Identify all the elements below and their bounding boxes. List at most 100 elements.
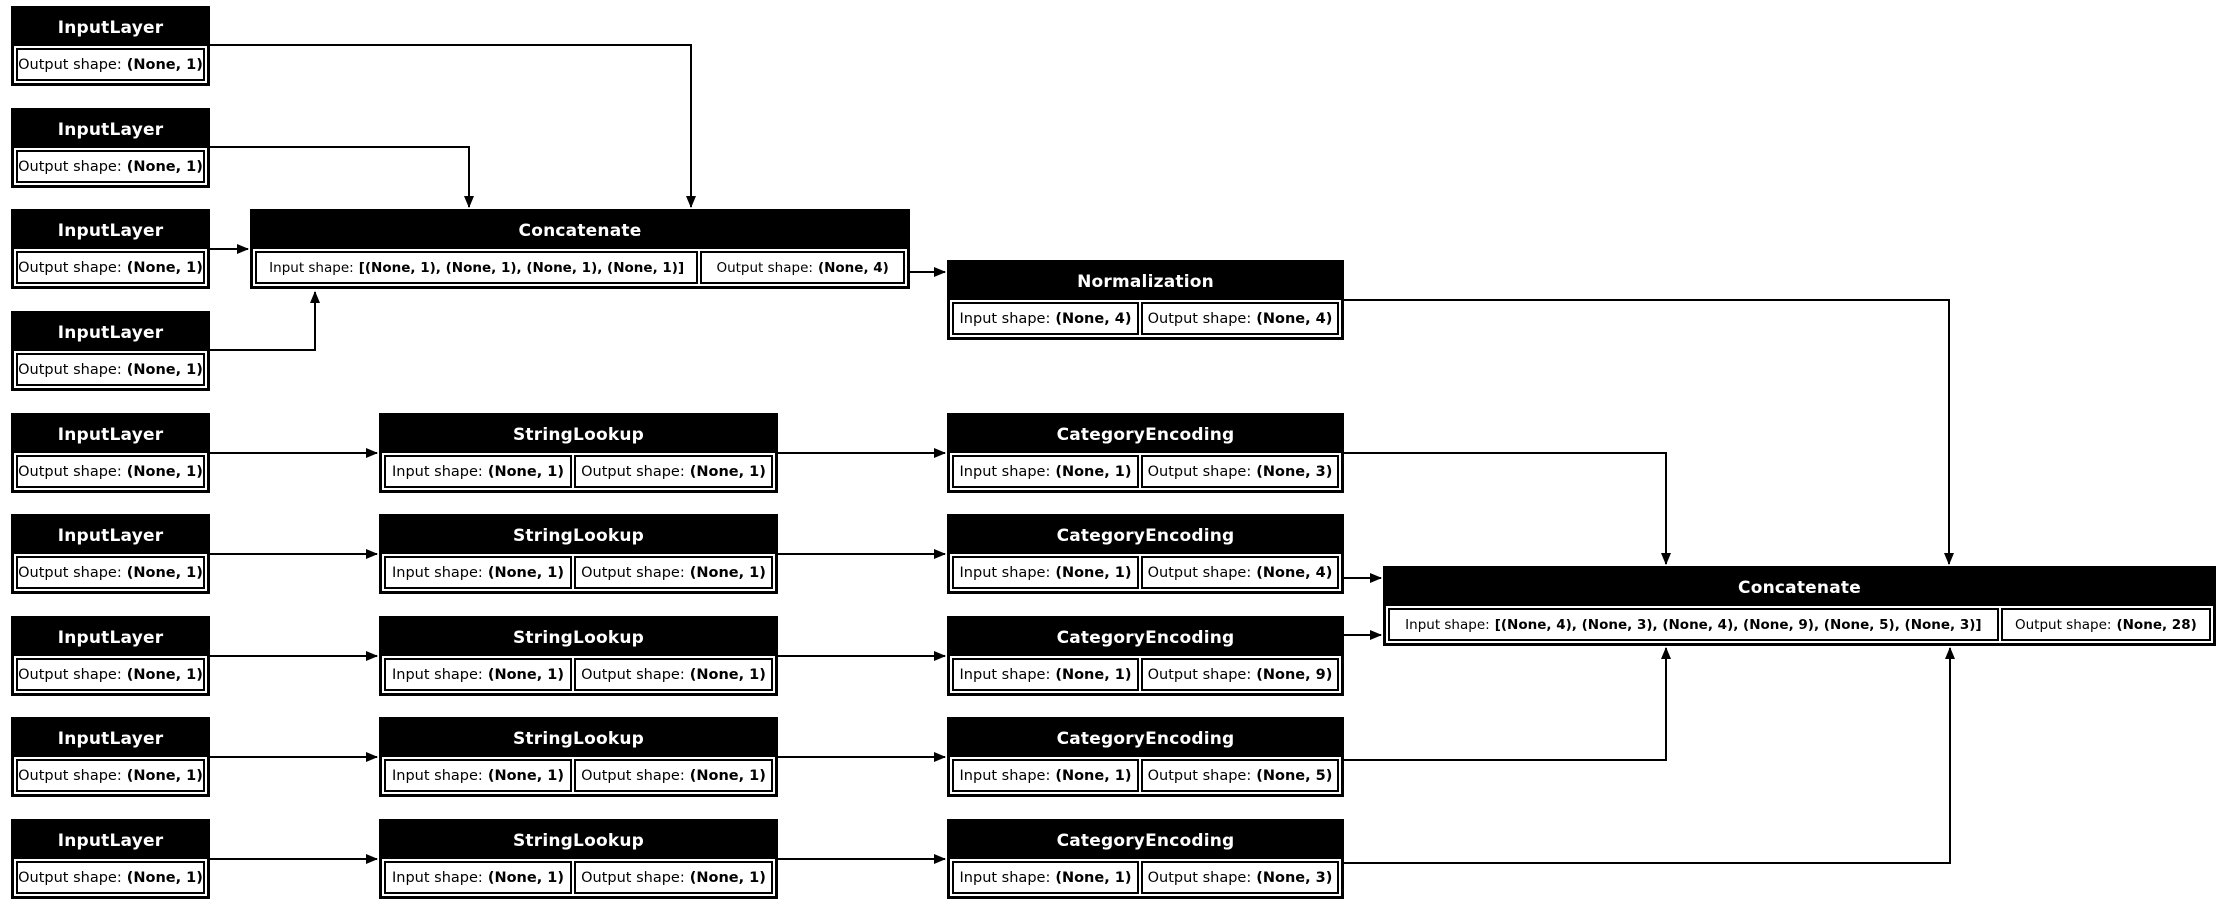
- cell-label: Output shape:: [1147, 564, 1252, 581]
- node-body: Output shape:(None, 1): [14, 554, 207, 591]
- cell-label: Output shape:: [18, 869, 122, 886]
- output-shape-cell: Output shape:(None, 1): [16, 48, 205, 81]
- cell-label: Output shape:: [2014, 616, 2112, 633]
- output-shape-cell: Output shape:(None, 1): [574, 861, 773, 894]
- cell-value: (None, 1): [1055, 463, 1132, 480]
- node-string-lookup-4: StringLookup Input shape:(None, 1) Outpu…: [379, 717, 778, 797]
- layer-type-title: CategoryEncoding: [950, 822, 1341, 859]
- input-shape-cell: Input shape:(None, 1): [384, 556, 572, 589]
- layer-type-title: CategoryEncoding: [950, 619, 1341, 656]
- node-body: Input shape:(None, 1) Output shape:(None…: [950, 656, 1341, 693]
- output-shape-cell: Output shape:(None, 5): [1141, 759, 1339, 792]
- input-shape-cell: Input shape:(None, 1): [384, 861, 572, 894]
- output-shape-cell: Output shape:(None, 1): [16, 251, 205, 284]
- edge-normalization-concatenate-2: [1344, 299, 1954, 565]
- layer-type-title: Normalization: [950, 263, 1341, 300]
- cell-label: Input shape:: [959, 767, 1051, 784]
- node-concatenate-1: Concatenate Input shape:[(None, 1), (Non…: [250, 209, 910, 289]
- cell-label: Output shape:: [581, 564, 685, 581]
- node-body: Input shape:(None, 1) Output shape:(None…: [950, 453, 1341, 490]
- node-body: Input shape:[(None, 4), (None, 3), (None…: [1386, 606, 2213, 643]
- cell-label: Output shape:: [1147, 463, 1252, 480]
- node-input-layer-3: InputLayer Output shape:(None, 1): [11, 209, 210, 289]
- edge-input-layer-2-concatenate-1: [210, 146, 474, 208]
- cell-value: (None, 9): [1256, 666, 1333, 683]
- cell-value: (None, 4): [817, 259, 889, 276]
- cell-value: (None, 1): [126, 361, 203, 378]
- node-body: Output shape:(None, 1): [14, 46, 207, 83]
- cell-label: Input shape:: [1405, 616, 1490, 633]
- node-body: Input shape:(None, 1) Output shape:(None…: [382, 453, 775, 490]
- cell-value: (None, 1): [487, 463, 564, 480]
- cell-label: Output shape:: [581, 463, 685, 480]
- output-shape-cell: Output shape:(None, 9): [1141, 658, 1339, 691]
- cell-value: (None, 1): [1055, 869, 1132, 886]
- node-body: Input shape:(None, 1) Output shape:(None…: [382, 656, 775, 693]
- node-input-layer-7: InputLayer Output shape:(None, 1): [11, 616, 210, 696]
- layer-type-title: InputLayer: [14, 517, 207, 554]
- cell-value: (None, 1): [1055, 666, 1132, 683]
- layer-type-title: StringLookup: [382, 517, 775, 554]
- node-body: Input shape:(None, 1) Output shape:(None…: [950, 554, 1341, 591]
- layer-type-title: InputLayer: [14, 619, 207, 656]
- cell-value: (None, 4): [1256, 564, 1333, 581]
- layer-type-title: InputLayer: [14, 9, 207, 46]
- input-shape-cell: Input shape:(None, 1): [384, 759, 572, 792]
- layer-type-title: InputLayer: [14, 416, 207, 453]
- cell-label: Input shape:: [269, 259, 354, 276]
- node-category-encoding-2: CategoryEncoding Input shape:(None, 1) O…: [947, 514, 1344, 594]
- cell-label: Input shape:: [959, 310, 1051, 327]
- cell-value: (None, 1): [689, 564, 766, 581]
- cell-label: Input shape:: [392, 869, 483, 886]
- cell-label: Input shape:: [392, 767, 483, 784]
- node-input-layer-9: InputLayer Output shape:(None, 1): [11, 819, 210, 899]
- node-body: Input shape:(None, 1) Output shape:(None…: [950, 757, 1341, 794]
- cell-label: Output shape:: [581, 869, 685, 886]
- cell-label: Output shape:: [716, 259, 813, 276]
- cell-label: Output shape:: [581, 666, 685, 683]
- output-shape-cell: Output shape:(None, 1): [16, 556, 205, 589]
- layer-type-title: StringLookup: [382, 416, 775, 453]
- cell-label: Input shape:: [392, 666, 483, 683]
- edge-category-encoding-1-concatenate-2: [1344, 452, 1671, 565]
- cell-label: Output shape:: [18, 56, 122, 73]
- layer-type-title: StringLookup: [382, 720, 775, 757]
- output-shape-cell: Output shape:(None, 28): [2000, 608, 2211, 641]
- output-shape-cell: Output shape:(None, 1): [16, 150, 205, 183]
- node-body: Output shape:(None, 1): [14, 859, 207, 896]
- cell-label: Output shape:: [18, 463, 122, 480]
- output-shape-cell: Output shape:(None, 1): [574, 658, 773, 691]
- node-input-layer-1: InputLayer Output shape:(None, 1): [11, 6, 210, 86]
- cell-label: Output shape:: [18, 158, 122, 175]
- cell-value: (None, 1): [487, 564, 564, 581]
- output-shape-cell: Output shape:(None, 1): [16, 658, 205, 691]
- input-shape-cell: Input shape:(None, 1): [952, 556, 1140, 589]
- node-category-encoding-1: CategoryEncoding Input shape:(None, 1) O…: [947, 413, 1344, 493]
- layer-type-title: Concatenate: [1386, 569, 2213, 606]
- node-body: Output shape:(None, 1): [14, 351, 207, 388]
- cell-value: (None, 3): [1256, 463, 1333, 480]
- cell-value: (None, 1): [126, 767, 203, 784]
- node-concatenate-2: Concatenate Input shape:[(None, 4), (Non…: [1383, 566, 2216, 646]
- cell-label: Output shape:: [581, 767, 685, 784]
- edge-category-encoding-4-concatenate-2: [1344, 647, 1671, 761]
- cell-label: Output shape:: [18, 666, 122, 683]
- node-string-lookup-1: StringLookup Input shape:(None, 1) Outpu…: [379, 413, 778, 493]
- layer-type-title: InputLayer: [14, 720, 207, 757]
- node-string-lookup-3: StringLookup Input shape:(None, 1) Outpu…: [379, 616, 778, 696]
- node-string-lookup-5: StringLookup Input shape:(None, 1) Outpu…: [379, 819, 778, 899]
- layer-type-title: InputLayer: [14, 212, 207, 249]
- cell-value: (None, 1): [689, 869, 766, 886]
- edge-category-encoding-5-concatenate-2: [1344, 647, 1955, 864]
- output-shape-cell: Output shape:(None, 3): [1141, 861, 1339, 894]
- node-body: Output shape:(None, 1): [14, 656, 207, 693]
- output-shape-cell: Output shape:(None, 1): [16, 759, 205, 792]
- node-body: Output shape:(None, 1): [14, 148, 207, 185]
- cell-label: Output shape:: [1147, 767, 1252, 784]
- layer-type-title: CategoryEncoding: [950, 720, 1341, 757]
- layer-type-title: CategoryEncoding: [950, 517, 1341, 554]
- cell-value: (None, 1): [689, 767, 766, 784]
- cell-label: Output shape:: [18, 564, 122, 581]
